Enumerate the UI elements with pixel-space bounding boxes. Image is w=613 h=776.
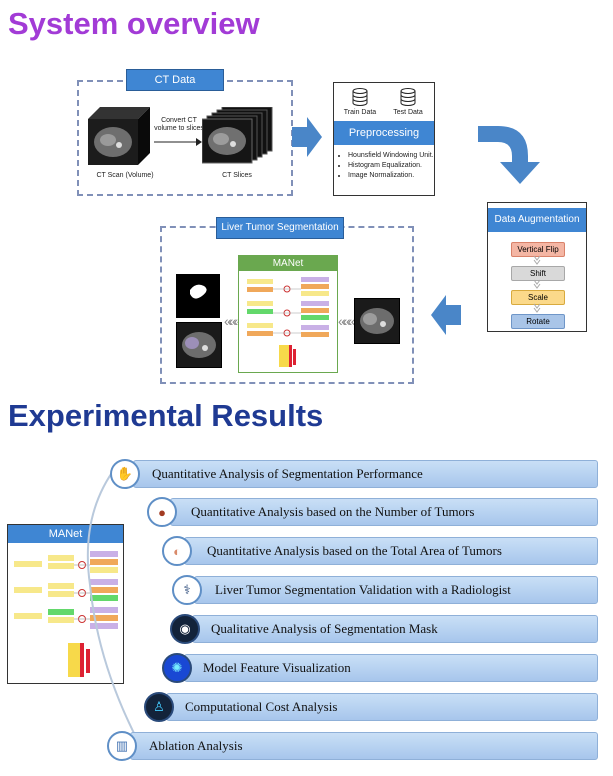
- results-manet-header: MANet: [8, 525, 123, 543]
- augmentation-header: Data Augmentation: [488, 208, 586, 232]
- result-item: Quantitative Analysis based on the Total…: [184, 537, 598, 565]
- result-label: Qualitative Analysis of Segmentation Mas…: [211, 621, 438, 636]
- segmentation-tag: Liver Tumor Segmentation: [216, 217, 344, 239]
- ct-data-tag: CT Data: [126, 69, 224, 91]
- result-item: Model Feature Visualization: [184, 654, 598, 682]
- result-item: Quantitative Analysis of Segmentation Pe…: [133, 460, 598, 488]
- flow-arrows: «««: [224, 313, 241, 329]
- ct-overlay-output: [176, 322, 222, 368]
- liver-icon: ●: [147, 497, 177, 527]
- ct-slices-label: CT Slices: [222, 172, 252, 179]
- preprocessing-steps: Hounsfield Windowing Unit. Histogram Equ…: [334, 151, 434, 181]
- arrow-left: [431, 295, 461, 335]
- body-scan-icon: ♙: [144, 692, 174, 722]
- aug-vertical-flip: Vertical Flip: [511, 242, 565, 257]
- result-label: Quantitative Analysis based on the Numbe…: [191, 504, 475, 519]
- liver-outline-icon: ◐: [162, 536, 192, 566]
- feature-map-icon: ✺: [162, 653, 192, 683]
- manet-architecture: [247, 277, 329, 367]
- test-data-label: Test Data: [393, 109, 423, 116]
- aug-connectors: [533, 255, 541, 313]
- train-data-label: Train Data: [343, 109, 377, 116]
- result-item: Ablation Analysis: [130, 732, 598, 760]
- result-label: Model Feature Visualization: [203, 660, 351, 675]
- preprocessing-step: Histogram Equalization.: [348, 161, 434, 171]
- overview-title: System overview: [8, 6, 260, 41]
- result-item: Liver Tumor Segmentation Validation with…: [194, 576, 598, 604]
- result-item: Quantitative Analysis based on the Numbe…: [170, 498, 598, 526]
- arrow-right-1: [292, 117, 322, 157]
- preprocessing-header: Preprocessing: [334, 121, 434, 145]
- result-item: Computational Cost Analysis: [166, 693, 598, 721]
- convert-arrow: [154, 138, 202, 146]
- result-label: Ablation Analysis: [149, 738, 243, 753]
- ct-slices-stack: [202, 107, 273, 164]
- preprocessing-box: Train Data Test Data Preprocessing Houns…: [333, 82, 435, 196]
- database-icon: [352, 88, 368, 106]
- result-item: Qualitative Analysis of Segmentation Mas…: [192, 615, 598, 643]
- result-label: Quantitative Analysis based on the Total…: [207, 543, 502, 558]
- results-arc: [86, 466, 141, 746]
- chart-icon: ▥: [107, 731, 137, 761]
- convert-text: Convert CT volume to slices: [154, 117, 204, 132]
- doctor-icon: ⚕: [172, 575, 202, 605]
- result-label: Computational Cost Analysis: [185, 699, 338, 714]
- hand-icon: ✋: [110, 459, 140, 489]
- flow-arrows: «««: [338, 313, 355, 329]
- results-title: Experimental Results: [8, 398, 324, 433]
- preprocessing-step: Image Normalization.: [348, 171, 434, 181]
- manet-header: MANet: [239, 256, 337, 271]
- aug-shift: Shift: [511, 266, 565, 281]
- database-icon: [400, 88, 416, 106]
- mask-output: [176, 274, 220, 318]
- result-label: Quantitative Analysis of Segmentation Pe…: [152, 466, 423, 481]
- aug-scale: Scale: [511, 290, 565, 305]
- augmentation-box: Data Augmentation Vertical Flip Shift Sc…: [487, 202, 587, 332]
- arrow-curved: [478, 126, 540, 184]
- ct-volume-cube: [88, 107, 150, 165]
- aug-rotate: Rotate: [511, 314, 565, 329]
- result-label: Liver Tumor Segmentation Validation with…: [215, 582, 511, 597]
- ct-input-slice: [354, 298, 400, 344]
- preprocessing-step: Hounsfield Windowing Unit.: [348, 151, 434, 161]
- ct-scan-icon: ◉: [170, 614, 200, 644]
- results-manet-architecture: [14, 551, 118, 677]
- ct-scan-label: CT Scan (Volume): [96, 172, 154, 179]
- manet-diagram: MANet: [238, 255, 338, 373]
